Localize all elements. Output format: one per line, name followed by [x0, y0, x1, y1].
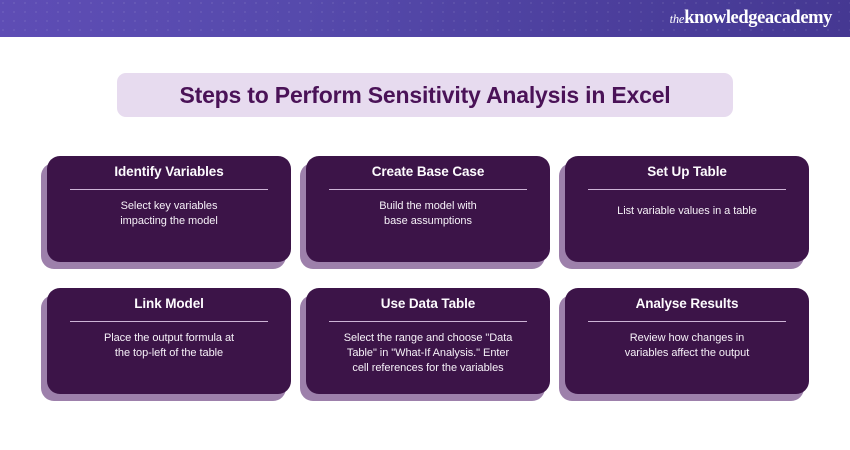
card-divider: [70, 188, 268, 190]
card-title: Use Data Table: [380, 296, 476, 311]
step-card-1[interactable]: Identify Variables Select key variables …: [41, 156, 291, 269]
card-title: Set Up Table: [647, 164, 727, 179]
card-face[interactable]: Link Model Place the output formula at t…: [47, 288, 291, 394]
card-face[interactable]: Create Base Case Build the model with ba…: [306, 156, 550, 262]
step-card-4[interactable]: Link Model Place the output formula at t…: [41, 288, 291, 401]
card-divider: [329, 320, 527, 322]
card-face[interactable]: Set Up Table List variable values in a t…: [565, 156, 809, 262]
card-face[interactable]: Identify Variables Select key variables …: [47, 156, 291, 262]
card-body: List variable values in a table: [617, 204, 757, 217]
step-card-6[interactable]: Analyse Results Review how changes in va…: [559, 288, 809, 401]
card-body: Place the output formula at the top-left…: [103, 331, 235, 359]
card-divider: [329, 188, 527, 190]
step-card-2[interactable]: Create Base Case Build the model with ba…: [300, 156, 550, 269]
step-card-3[interactable]: Set Up Table List variable values in a t…: [559, 156, 809, 269]
brand-logo[interactable]: theknowledgeacademy: [669, 8, 833, 29]
card-face[interactable]: Analyse Results Review how changes in va…: [565, 288, 809, 394]
card-title: Identify Variables: [114, 164, 224, 179]
page-title-banner: Steps to Perform Sensitivity Analysis in…: [117, 73, 733, 117]
card-divider: [70, 320, 268, 322]
card-body: Select key variables impacting the model: [120, 199, 218, 227]
steps-grid: Identify Variables Select key variables …: [41, 156, 809, 401]
logo-main-text: knowledgeacademy: [684, 8, 832, 29]
page-header: theknowledgeacademy: [0, 0, 850, 37]
card-divider: [588, 188, 786, 190]
card-title: Analyse Results: [635, 296, 739, 311]
card-title: Create Base Case: [371, 164, 485, 179]
card-body: Select the range and choose "Data Table"…: [343, 331, 513, 374]
card-body: Review how changes in variables affect t…: [624, 331, 750, 359]
logo-prefix-text: the: [669, 12, 685, 27]
page-title: Steps to Perform Sensitivity Analysis in…: [179, 81, 671, 108]
step-card-5[interactable]: Use Data Table Select the range and choo…: [300, 288, 550, 401]
card-divider: [588, 320, 786, 322]
card-title: Link Model: [134, 296, 204, 311]
card-face[interactable]: Use Data Table Select the range and choo…: [306, 288, 550, 394]
card-body: Build the model with base assumptions: [379, 199, 477, 227]
